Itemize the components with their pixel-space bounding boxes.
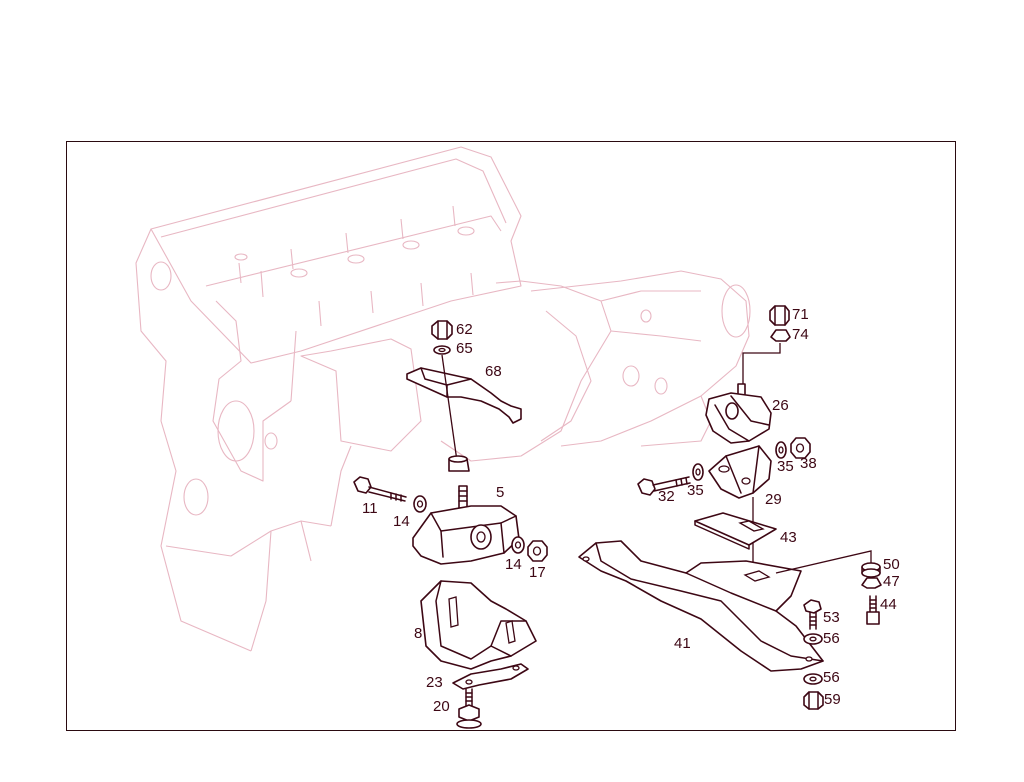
rubber-bushing-icon <box>448 455 470 472</box>
callout-35-left: 35 <box>687 482 704 499</box>
washer-74-icon <box>770 329 791 342</box>
nut-38-icon <box>790 437 811 459</box>
callout-20: 20 <box>433 698 450 715</box>
diagram-frame: 62 65 68 5 11 14 14 17 8 23 20 71 74 26 … <box>66 141 956 731</box>
callout-41: 41 <box>674 635 691 652</box>
callout-71: 71 <box>792 306 809 323</box>
nut-62-icon <box>431 320 453 340</box>
callout-43: 43 <box>780 529 797 546</box>
callout-26: 26 <box>772 397 789 414</box>
bolt-53-icon <box>803 599 822 630</box>
washer-56b-icon <box>803 673 823 685</box>
callout-14-right: 14 <box>505 556 522 573</box>
rear-mount-26-icon <box>705 383 772 444</box>
assembly-line-front <box>441 354 458 462</box>
callout-56-top: 56 <box>823 630 840 647</box>
crossmember-41-icon <box>578 540 824 672</box>
washer-47-icon <box>861 577 882 589</box>
exploded-parts-diagram <box>135 146 882 729</box>
washer-14a-icon <box>413 495 427 513</box>
washer-65-icon <box>433 345 451 355</box>
leader-50 <box>775 550 872 574</box>
callout-29: 29 <box>765 491 782 508</box>
callout-14-left: 14 <box>393 513 410 530</box>
bolt-20-icon <box>456 688 482 729</box>
nut-71-icon <box>769 305 790 326</box>
callout-59: 59 <box>824 691 841 708</box>
nut-59-icon <box>803 691 824 710</box>
callout-17: 17 <box>529 564 546 581</box>
callout-47: 47 <box>883 573 900 590</box>
callout-11: 11 <box>362 500 378 517</box>
bracket-29-icon <box>708 445 772 499</box>
washer-35b-icon <box>692 463 704 481</box>
callout-35-top: 35 <box>777 458 794 475</box>
engine-mount-5-icon <box>412 485 520 565</box>
nut-50-icon <box>861 562 881 578</box>
callout-68: 68 <box>485 363 502 380</box>
plate-23-icon <box>452 663 529 690</box>
callout-44: 44 <box>880 596 897 613</box>
callout-50: 50 <box>883 556 900 573</box>
callout-38: 38 <box>800 455 817 472</box>
washer-56a-icon <box>803 633 823 645</box>
callout-23: 23 <box>426 674 443 691</box>
bolt-32-icon <box>637 476 691 496</box>
callout-74: 74 <box>792 326 809 343</box>
bolt-11-icon <box>353 476 407 502</box>
callout-5: 5 <box>496 484 505 501</box>
plate-43-icon <box>694 512 777 550</box>
support-bracket-8-icon <box>420 580 537 670</box>
engine-ghost-outline <box>135 146 751 652</box>
assembly-line-rear <box>742 343 781 386</box>
washer-35a-icon <box>775 441 787 459</box>
callout-56-bottom: 56 <box>823 669 840 686</box>
callout-65: 65 <box>456 340 473 357</box>
screw-44-icon <box>866 595 880 625</box>
callout-62: 62 <box>456 321 473 338</box>
callout-32: 32 <box>658 488 675 505</box>
nut-17-icon <box>527 540 548 562</box>
bracket-68-icon <box>406 367 522 424</box>
callout-53: 53 <box>823 609 840 626</box>
callout-8: 8 <box>414 625 423 642</box>
washer-14b-icon <box>511 536 525 554</box>
